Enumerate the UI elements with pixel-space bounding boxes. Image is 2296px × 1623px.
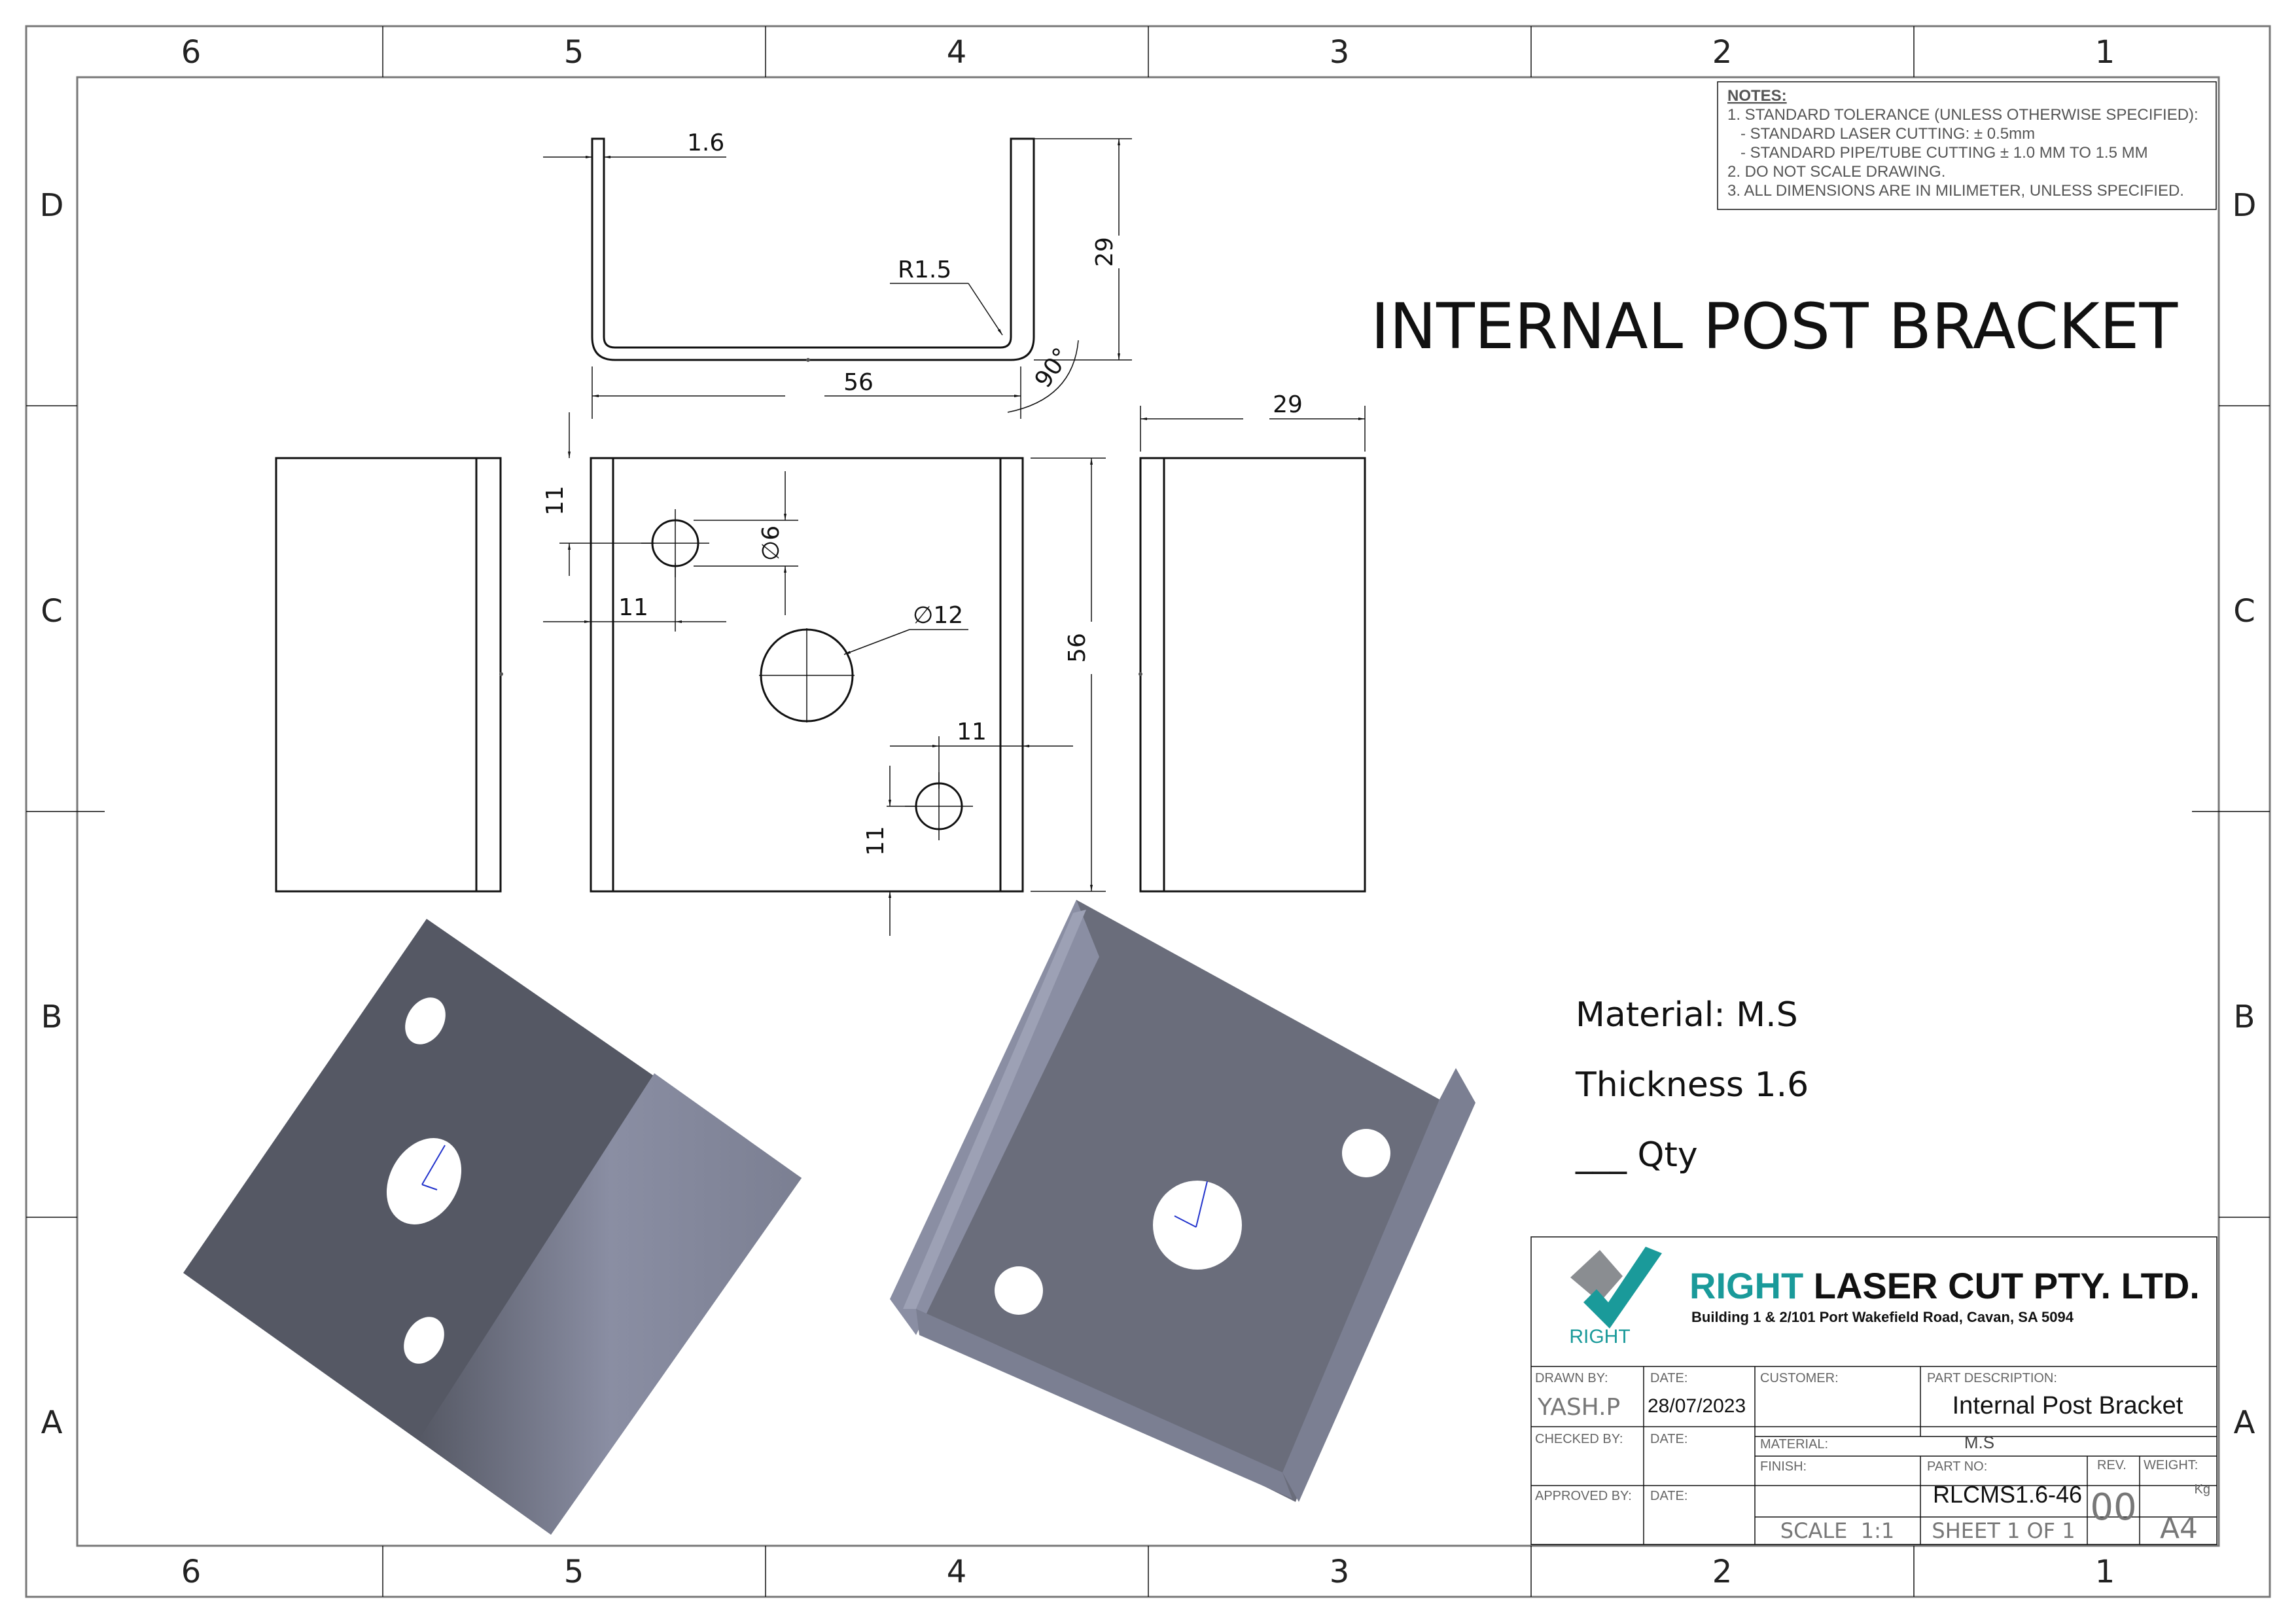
- value-scale: SCALE 1:1: [1780, 1518, 1894, 1543]
- label-checked-by: CHECKED BY:: [1535, 1432, 1623, 1446]
- dim-hole-bottom-offset: 11: [862, 826, 889, 856]
- label-part-description: PART DESCRIPTION:: [1927, 1371, 2057, 1385]
- note-line-1: 1. STANDARD TOLERANCE (UNLESS OTHERWISE …: [1727, 106, 2199, 124]
- value-part-no: RLCMS1.6-46: [1933, 1481, 2082, 1508]
- material-info: Material: M.S Thickness 1.6 ___ Qty: [1575, 995, 1809, 1175]
- label-customer: CUSTOMER:: [1760, 1371, 1839, 1385]
- drawing-title: INTERNAL POST BRACKET: [1371, 290, 2178, 363]
- value-sheet: SHEET 1 OF 1: [1932, 1518, 2075, 1543]
- zone-col-3: 3: [1330, 34, 1350, 71]
- zone-col-1-bottom: 1: [2095, 1554, 2115, 1590]
- dim-side-width: 29: [1273, 391, 1303, 418]
- iso-left-hole-bottom: [404, 1317, 444, 1364]
- zone-labels-bottom: 6 5 4 3 2 1: [181, 1554, 2115, 1590]
- right-side-view: 29: [1139, 391, 1366, 893]
- dim-angle: 90°: [1030, 343, 1076, 393]
- value-part-description: Internal Post Bracket: [1952, 1392, 2183, 1419]
- dim-radius: R1.5: [898, 257, 951, 283]
- zone-col-4-bottom: 4: [947, 1554, 967, 1590]
- zone-row-b-right: B: [2234, 999, 2255, 1035]
- zone-labels-top: 6 5 4 3 2 1: [181, 34, 2115, 71]
- label-material: MATERIAL:: [1760, 1437, 1828, 1452]
- dim-base-width: 56: [843, 369, 874, 396]
- zone-col-2-bottom: 2: [1712, 1554, 1733, 1590]
- zone-col-4: 4: [947, 34, 967, 71]
- iso-right-hole-top: [1342, 1129, 1390, 1177]
- company-logo: RIGHT: [1569, 1247, 1662, 1347]
- zone-row-d: D: [40, 187, 64, 224]
- zone-labels-right: D C B A: [2233, 187, 2257, 1441]
- note-line-2: - STANDARD LASER CUTTING: ± 0.5mm: [1727, 125, 2035, 143]
- qty-line: ___ Qty: [1575, 1135, 1698, 1175]
- iso-right-hole-bottom: [995, 1266, 1043, 1315]
- zone-row-a: A: [41, 1404, 63, 1441]
- value-rev: 00: [2090, 1486, 2136, 1529]
- iso-view-right: [890, 900, 1475, 1502]
- label-drawn-by: DRAWN BY:: [1535, 1371, 1608, 1385]
- thickness-line: Thickness 1.6: [1575, 1065, 1809, 1105]
- zone-labels-left: D C B A: [40, 187, 64, 1441]
- iso-right-hole-center: [1153, 1181, 1242, 1270]
- label-approved-by: APPROVED BY:: [1535, 1489, 1632, 1503]
- notes-box: NOTES: 1. STANDARD TOLERANCE (UNLESS OTH…: [1717, 81, 2217, 210]
- label-rev: REV.: [2097, 1458, 2127, 1472]
- company-address: Building 1 & 2/101 Port Wakefield Road, …: [1691, 1309, 2074, 1325]
- zone-dividers: [26, 26, 2270, 1597]
- label-part-no: PART NO:: [1927, 1459, 1987, 1474]
- label-checked-date: DATE:: [1650, 1432, 1687, 1446]
- dim-front-height: 56: [1064, 633, 1091, 663]
- zone-col-3-bottom: 3: [1330, 1554, 1350, 1590]
- front-view: 11 11 ∅6 ∅12 11 11 56: [542, 412, 1106, 936]
- left-side-view: [275, 457, 503, 893]
- note-line-4: 2. DO NOT SCALE DRAWING.: [1727, 163, 1945, 181]
- zone-col-5: 5: [564, 34, 584, 71]
- iso-view-left: [183, 919, 802, 1535]
- zone-row-c: C: [41, 593, 63, 630]
- title-block: RIGHT RIGHT LASER CUT PTY. LTD. Building…: [1530, 1236, 2217, 1545]
- value-weight-unit: Kg: [2195, 1482, 2210, 1497]
- zone-col-5-bottom: 5: [564, 1554, 584, 1590]
- value-drawn-by: YASH.P: [1537, 1394, 1620, 1421]
- value-material: M.S: [1964, 1433, 1994, 1452]
- dim-small-hole-dia: ∅6: [758, 526, 785, 561]
- dim-hole-left-offset: 11: [618, 594, 648, 621]
- material-line: Material: M.S: [1576, 995, 1798, 1035]
- zone-col-1: 1: [2095, 34, 2115, 71]
- value-size: A4: [2160, 1512, 2198, 1545]
- zone-row-d-right: D: [2233, 187, 2257, 224]
- label-approved-date: DATE:: [1650, 1489, 1687, 1503]
- zone-col-2: 2: [1712, 34, 1733, 71]
- value-date: 28/07/2023: [1648, 1395, 1746, 1417]
- zone-row-a-right: A: [2234, 1404, 2255, 1441]
- label-weight: WEIGHT:: [2144, 1458, 2198, 1472]
- logo-text: RIGHT: [1569, 1326, 1630, 1347]
- top-view-profile: 1.6 29 R1.5 56 90°: [543, 130, 1132, 419]
- note-line-5: 3. ALL DIMENSIONS ARE IN MILIMETER, UNLE…: [1727, 182, 2184, 200]
- dim-hole-top-offset: 11: [542, 486, 569, 516]
- dim-flange-height: 29: [1091, 237, 1118, 267]
- label-finish: FINISH:: [1760, 1459, 1807, 1474]
- dim-thickness: 1.6: [687, 130, 724, 156]
- label-date: DATE:: [1650, 1371, 1687, 1385]
- dim-hole-right-offset: 11: [957, 719, 987, 745]
- dim-large-hole-dia: ∅12: [913, 602, 963, 629]
- zone-col-6-bottom: 6: [181, 1554, 202, 1590]
- iso-left-hole-top: [405, 997, 446, 1044]
- zone-row-c-right: C: [2233, 593, 2255, 630]
- zone-col-6: 6: [181, 34, 202, 71]
- company-name: RIGHT LASER CUT PTY. LTD.: [1689, 1265, 2200, 1306]
- note-line-3: - STANDARD PIPE/TUBE CUTTING ± 1.0 MM TO…: [1727, 144, 2148, 162]
- zone-row-b: B: [41, 999, 63, 1035]
- notes-heading: NOTES:: [1727, 87, 1787, 105]
